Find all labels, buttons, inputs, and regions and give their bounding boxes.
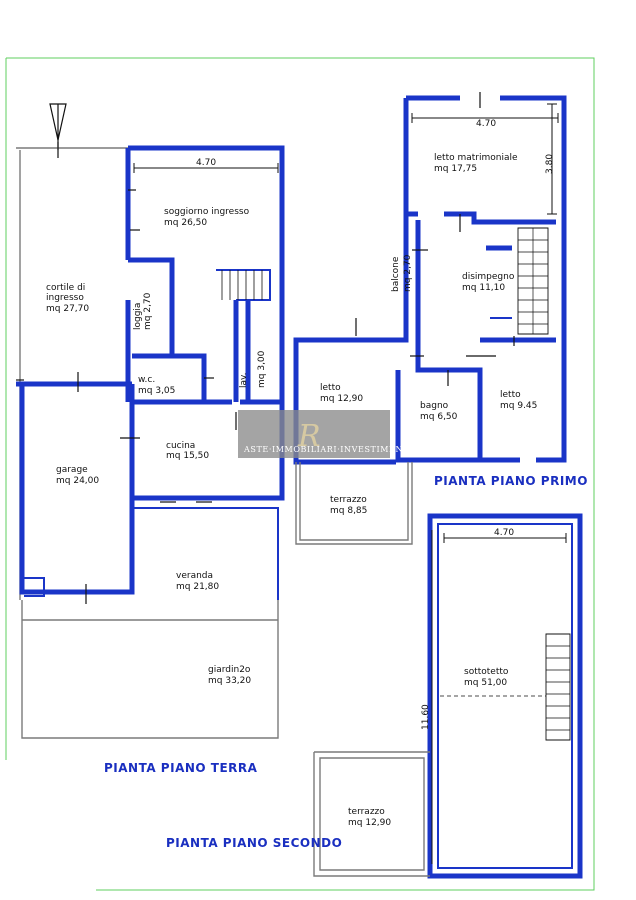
second-floor-plan: 4.70 11.60 sottotetto mq 51,00 terrazzo … xyxy=(166,513,583,879)
ground-width-dimension: 4.70 xyxy=(196,158,216,168)
room-garage-name: garage xyxy=(56,465,88,475)
room-lav-area: mq 3,00 xyxy=(257,350,267,388)
room-balcone-name: balcone xyxy=(391,256,401,292)
room-wc-area: mq 3,05 xyxy=(138,386,175,396)
first-floor-title: PIANTA PIANO PRIMO xyxy=(434,474,588,488)
room-terrazzo2-area: mq 12,90 xyxy=(348,818,391,828)
room-cucina-area: mq 15,50 xyxy=(166,451,209,461)
room-cucina-name: cucina xyxy=(166,441,195,451)
room-veranda-name: veranda xyxy=(176,571,213,581)
room-cortile-name-line2: ingresso xyxy=(46,293,84,303)
room-bagno-name: bagno xyxy=(420,401,449,411)
room-garage-area: mq 24,00 xyxy=(56,476,99,486)
room-disimpegno-area: mq 11,10 xyxy=(462,283,505,293)
first-floor-plan: 4.70 3.80 letto matrimoniale mq 17,75 ba… xyxy=(293,92,588,545)
room-disimpegno-name: disimpegno xyxy=(462,272,515,282)
room-balcone-area: mq 2,70 xyxy=(403,254,413,292)
room-soggiorno-area: mq 26,50 xyxy=(164,218,207,228)
room-wc-name: w.c. xyxy=(138,375,155,385)
room-sottotetto-area: mq 51,00 xyxy=(464,678,507,688)
ground-floor-plan: 4.70 cortile di ingresso mq 27,70 soggio… xyxy=(16,103,285,775)
room-bagno-area: mq 6,50 xyxy=(420,412,458,422)
first-width-dimension: 4.70 xyxy=(476,119,496,129)
room-giardino-name: giardin2o xyxy=(208,665,251,675)
room-letto-matrimoniale-name: letto matrimoniale xyxy=(434,153,518,163)
watermark-logo-mark: R xyxy=(297,419,321,454)
room-letto-matrimoniale-area: mq 17,75 xyxy=(434,164,477,174)
room-terrazzo1-area: mq 8,85 xyxy=(330,506,367,516)
room-soggiorno-name: soggiorno ingresso xyxy=(164,207,250,217)
room-giardino-area: mq 33,20 xyxy=(208,676,251,686)
room-loggia-area: mq 2,70 xyxy=(143,292,153,330)
stairs-icon xyxy=(221,270,263,300)
room-letto1-name: letto xyxy=(320,383,341,393)
room-lav-name: lav. xyxy=(239,372,249,388)
stairs-icon xyxy=(517,227,549,335)
ground-floor-title: PIANTA PIANO TERRA xyxy=(104,761,258,775)
room-letto2-area: mq 9.45 xyxy=(500,401,537,411)
room-letto1-area: mq 12,90 xyxy=(320,394,363,404)
watermark-text: ASTE·IMMOBILIARI·INVESTIMENTI xyxy=(243,445,413,454)
room-terrazzo1-name: terrazzo xyxy=(330,495,367,505)
room-loggia-name: loggia xyxy=(133,303,143,330)
stairs-icon xyxy=(545,633,571,741)
second-width-dimension: 4.70 xyxy=(494,528,514,538)
second-floor-title: PIANTA PIANO SECONDO xyxy=(166,836,342,850)
room-terrazzo2-name: terrazzo xyxy=(348,807,385,817)
room-cortile-area: mq 27,70 xyxy=(46,304,89,314)
room-letto2-name: letto xyxy=(500,390,521,400)
room-veranda-area: mq 21,80 xyxy=(176,582,219,592)
room-sottotetto-name: sottotetto xyxy=(464,667,509,677)
second-depth-dimension: 11.60 xyxy=(421,704,431,730)
first-depth-dimension: 3.80 xyxy=(545,154,555,174)
room-cortile-name-line1: cortile di xyxy=(46,283,85,293)
watermark-logo: R ASTE·IMMOBILIARI·INVESTIMENTI xyxy=(238,410,413,458)
